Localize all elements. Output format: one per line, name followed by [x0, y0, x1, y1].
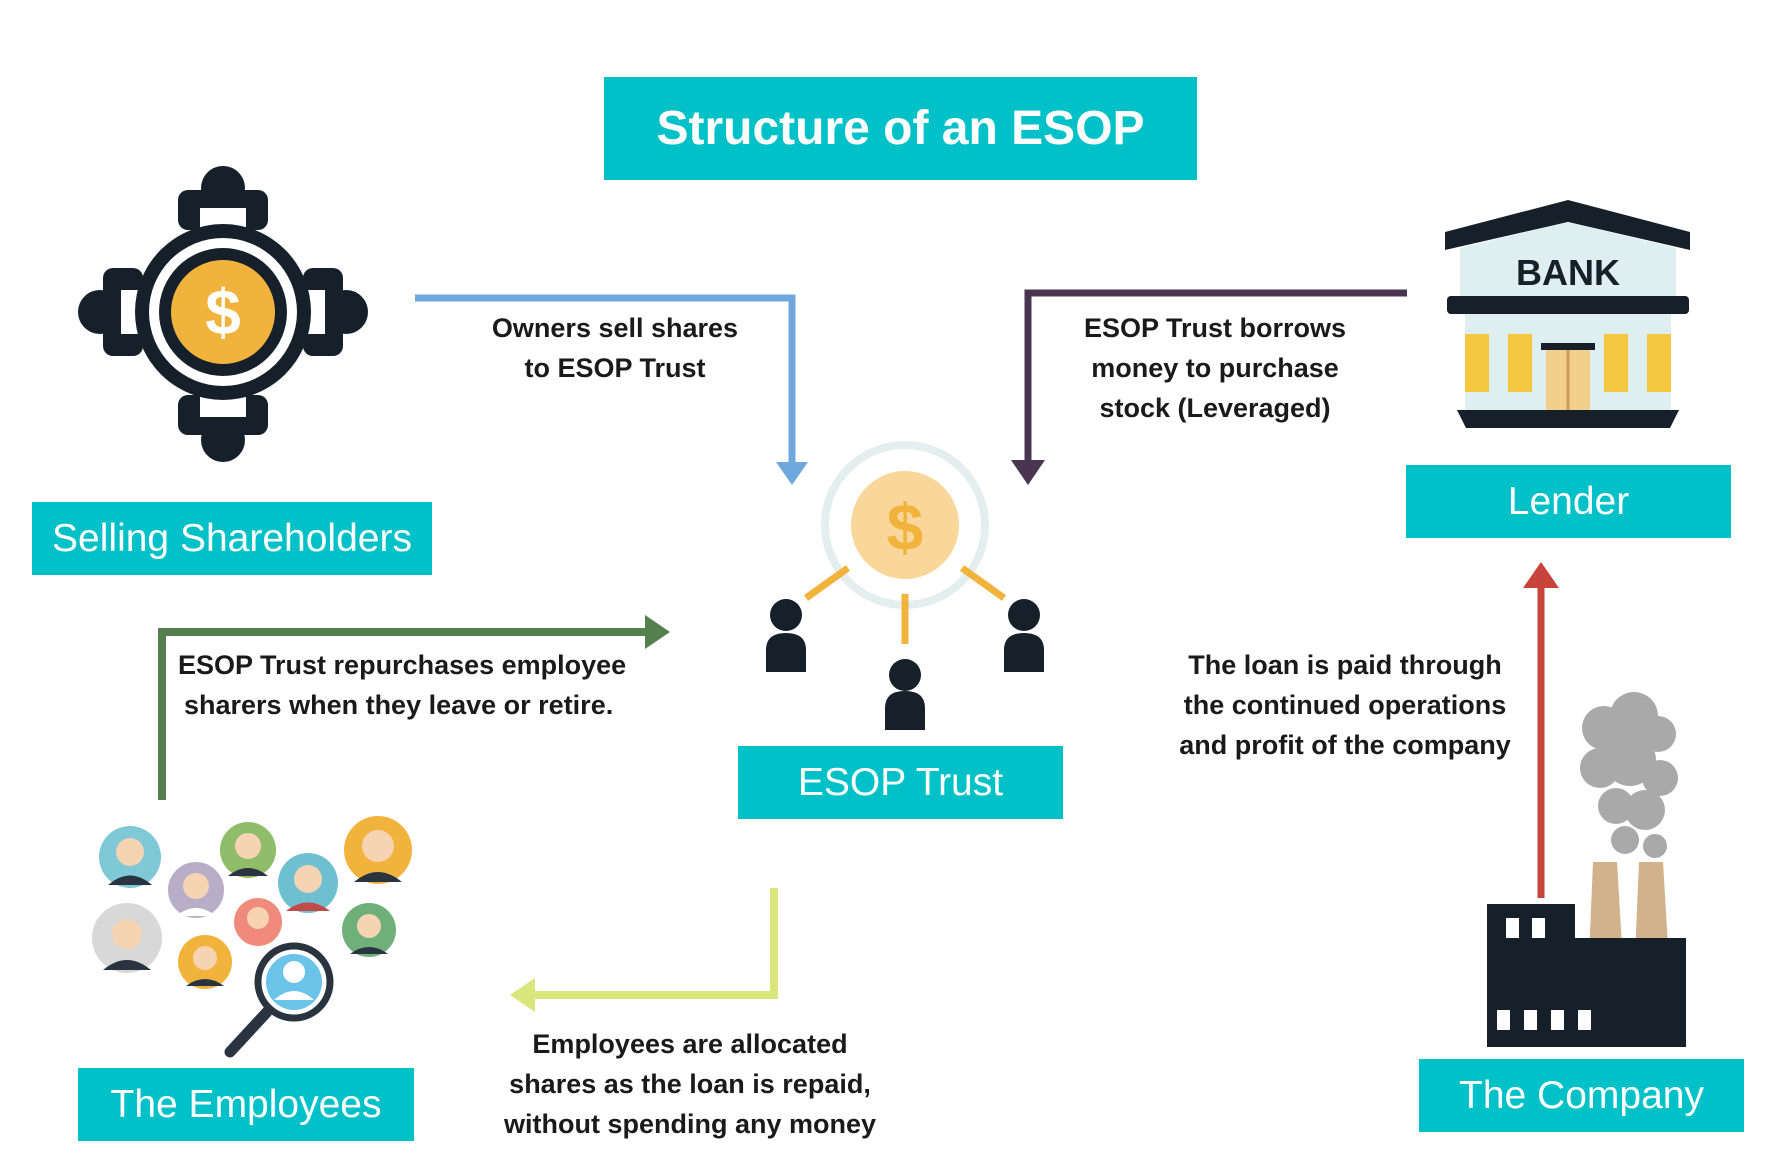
note-line: Owners sell shares — [491, 313, 739, 343]
note-line: the continued operations — [1183, 690, 1507, 720]
label-employees: The Employees — [78, 1068, 414, 1141]
label-esop-trust: ESOP Trust — [738, 746, 1063, 819]
note-line: shares as the loan is repaid, — [509, 1069, 871, 1099]
arrowhead-trust-borrows — [1011, 460, 1045, 485]
bank-sign: BANK — [1516, 252, 1620, 293]
note-line: money to purchase — [1091, 353, 1339, 383]
arrow-allocated — [532, 888, 778, 999]
label-selling-shareholders: Selling Shareholders — [32, 502, 432, 575]
note-line: without spending any money — [503, 1109, 876, 1139]
note-line: Employees are allocated — [532, 1029, 848, 1059]
arrow-trust-borrows — [1024, 289, 1407, 465]
svg-text:$: $ — [887, 490, 924, 564]
label-lender: Lender — [1406, 465, 1731, 538]
note-line: The loan is paid through — [1188, 650, 1502, 680]
note-owners-sell: Owners sell shares to ESOP Trust — [470, 308, 760, 388]
note-line: and profit of the company — [1179, 730, 1511, 760]
note-loan-paid: The loan is paid through the continued o… — [1160, 645, 1530, 765]
svg-text:$: $ — [205, 276, 241, 348]
arrow-repurchase — [158, 628, 648, 800]
note-line: to ESOP Trust — [524, 353, 706, 383]
arrowhead-owners-sell — [776, 462, 808, 485]
label-company: The Company — [1419, 1059, 1744, 1132]
note-trust-borrows: ESOP Trust borrows money to purchase sto… — [1055, 308, 1375, 428]
arrow-owners-sell — [415, 294, 796, 465]
note-allocated: Employees are allocated shares as the lo… — [480, 1024, 900, 1144]
page-title: Structure of an ESOP — [604, 77, 1197, 180]
note-line: ESOP Trust repurchases employee — [178, 650, 627, 680]
note-repurchase: ESOP Trust repurchases employee sharers … — [178, 645, 658, 725]
arrowhead-allocated — [510, 978, 535, 1012]
note-line: stock (Leveraged) — [1099, 393, 1331, 423]
note-line: ESOP Trust borrows — [1083, 313, 1347, 343]
arrowhead-repurchase — [645, 615, 670, 649]
note-line: sharers when they leave or retire. — [184, 690, 614, 720]
arrowhead-loan-paid — [1523, 562, 1559, 588]
